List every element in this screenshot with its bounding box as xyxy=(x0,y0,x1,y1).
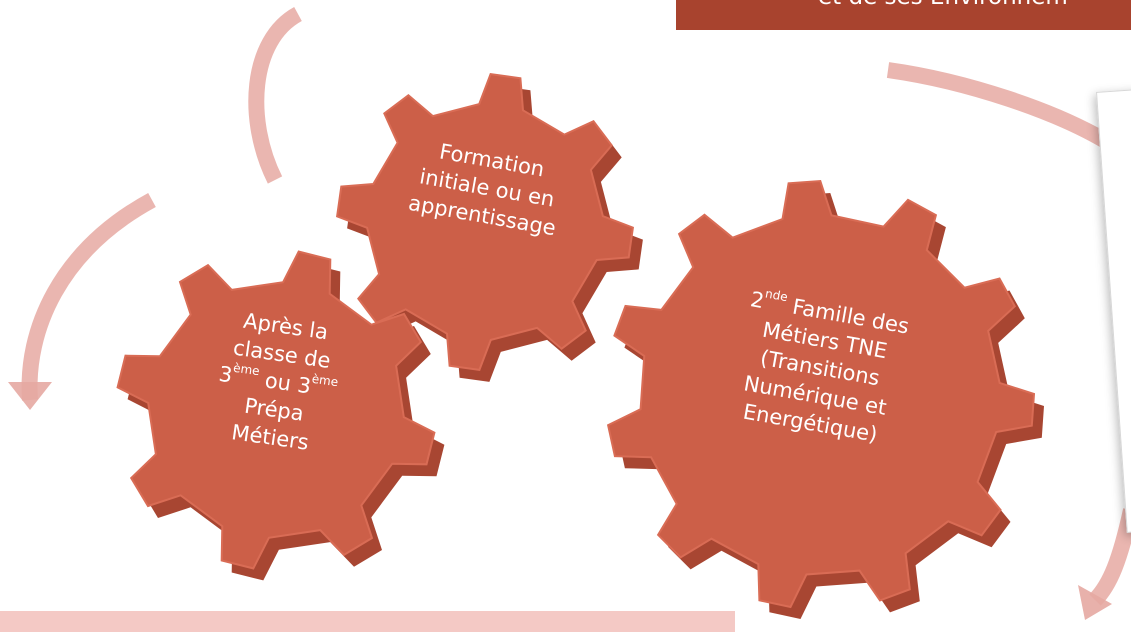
cycle-arrow-top-left xyxy=(248,6,303,184)
gear-formation xyxy=(335,72,643,382)
cycle-arrow-top-right xyxy=(886,62,1125,157)
title-banner: et de ses Environnem xyxy=(676,0,1131,30)
cycle-arrow-left xyxy=(21,192,156,401)
gear-apres xyxy=(116,250,445,581)
bottom-band xyxy=(0,611,735,632)
cycle-arrowhead-bottom-right xyxy=(1078,585,1112,620)
gear-formation-face xyxy=(335,72,635,372)
gear-seconde-face xyxy=(606,179,1036,609)
gear-label-apres: Après la classe de 3ème ou 3ème Prépa Mé… xyxy=(174,299,382,464)
gear-apres-face xyxy=(116,250,436,570)
title-text: et de ses Environnem xyxy=(818,0,1131,10)
gear-seconde xyxy=(606,179,1044,619)
cycle-arrowhead-left xyxy=(8,382,52,410)
